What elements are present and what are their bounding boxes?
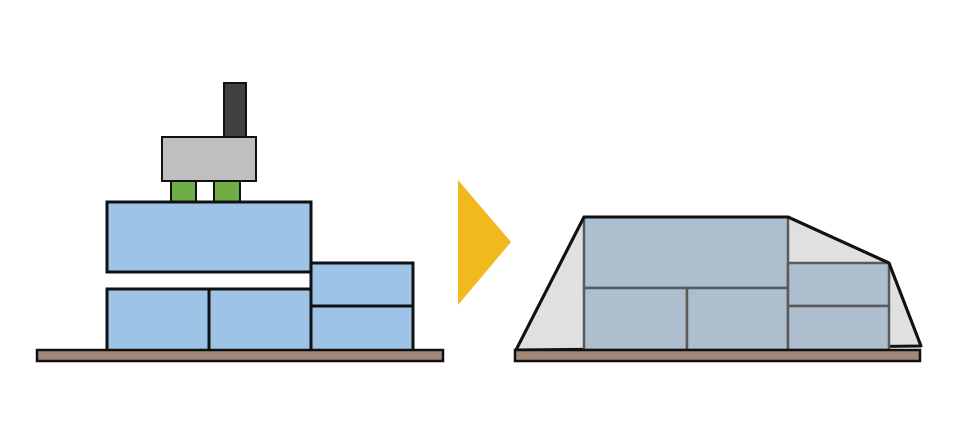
wrapped-boxes <box>582 215 891 352</box>
after-panel <box>513 215 923 363</box>
box-bottom-1 <box>105 287 211 353</box>
wrapped-box-right-lower <box>786 304 891 352</box>
wrapped-box-right-upper <box>786 261 891 308</box>
box-right-upper <box>309 261 415 308</box>
stacked-boxes-icon <box>105 261 415 353</box>
wrapped-box-bottom-1 <box>582 286 689 352</box>
stretch-film-outline <box>514 215 923 351</box>
arrow-right-icon <box>458 180 511 305</box>
suction-cup-right <box>213 180 241 203</box>
pallet-icon <box>35 348 445 363</box>
robot-gripper-icon <box>161 82 257 203</box>
box-right-lower <box>309 304 415 353</box>
suction-cup-left <box>170 180 197 203</box>
wrapped-box-top <box>582 215 790 290</box>
gripper-arm <box>223 82 247 139</box>
before-panel <box>35 82 445 363</box>
box-held <box>105 200 313 274</box>
box-bottom-2 <box>207 287 313 353</box>
pallet-icon <box>513 348 922 363</box>
wrapped-box-bottom-2 <box>685 286 790 352</box>
gripper-body <box>161 136 257 182</box>
